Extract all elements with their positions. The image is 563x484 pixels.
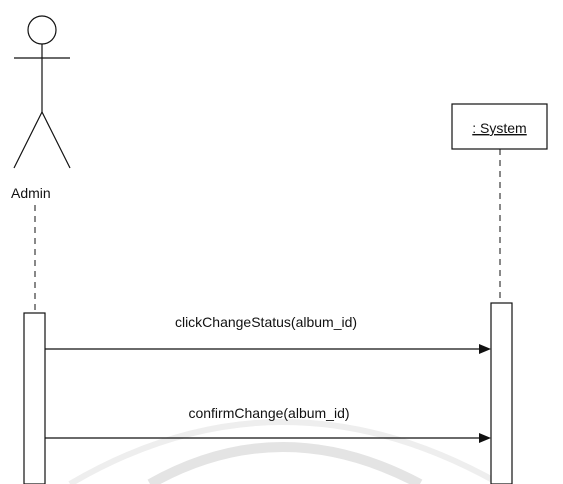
message-arrowhead <box>479 344 491 354</box>
message-label: confirmChange(album_id) <box>188 405 349 421</box>
actor-name: Admin <box>11 185 51 201</box>
system-activation-bar <box>490 302 513 484</box>
message-label: clickChangeStatus(album_id) <box>175 314 357 330</box>
message-arrowhead <box>479 433 491 443</box>
watermark <box>68 419 502 484</box>
admin-actor <box>13 15 71 169</box>
admin-activation-bar <box>23 312 46 484</box>
actor-left-leg <box>13 111 43 169</box>
actor-head <box>27 15 57 45</box>
system-object-box <box>451 103 548 150</box>
actor-right-leg <box>41 111 71 169</box>
system-object-label: : System <box>472 120 526 136</box>
